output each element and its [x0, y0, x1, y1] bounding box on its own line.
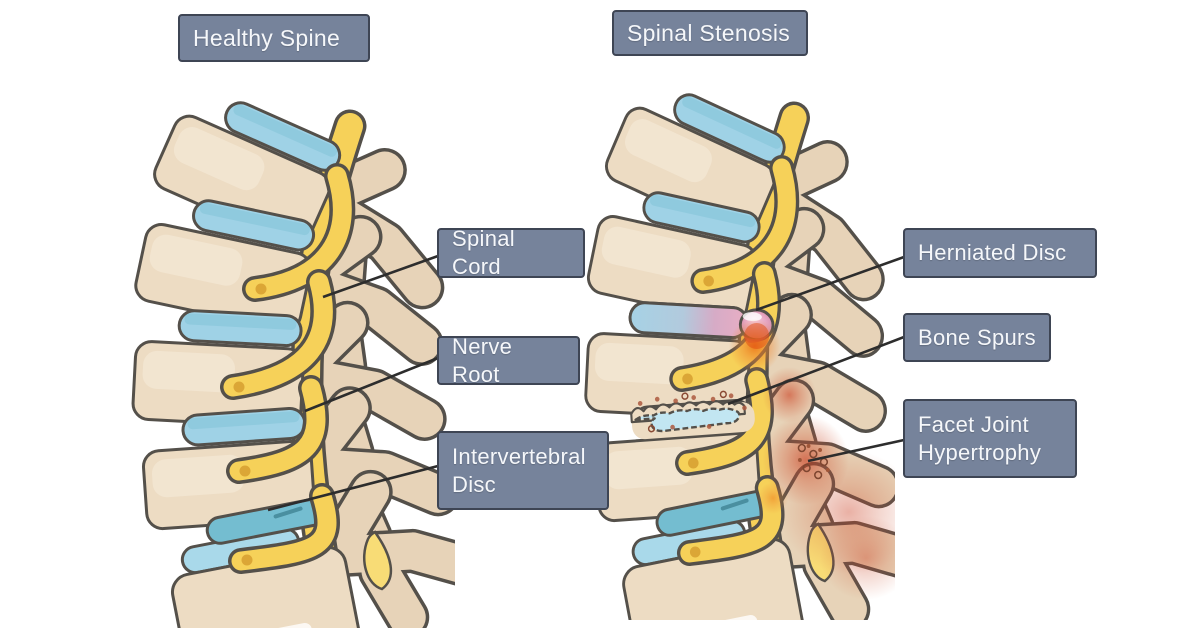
- leader-line-spinal-cord: [322, 254, 439, 299]
- leader-line-bone-spurs: [727, 335, 905, 406]
- title-healthy-spine: Healthy Spine: [178, 14, 370, 62]
- label-nerve-root: Nerve Root: [437, 334, 580, 387]
- label-facet-joint-hypertrophy: Facet Joint Hypertrophy: [903, 399, 1077, 478]
- leader-line-intervertebral-disc: [267, 464, 439, 512]
- leader-line-facet-joint: [807, 438, 905, 463]
- label-intervertebral-disc: Intervertebral Disc: [437, 431, 609, 510]
- label-spinal-cord: Spinal Cord: [437, 226, 585, 279]
- label-herniated-disc: Herniated Disc: [903, 228, 1097, 278]
- leader-line-nerve-root: [304, 356, 439, 413]
- label-bone-spurs: Bone Spurs: [903, 313, 1051, 362]
- leader-line-herniated-disc: [755, 255, 905, 312]
- title-spinal-stenosis: Spinal Stenosis: [612, 10, 808, 56]
